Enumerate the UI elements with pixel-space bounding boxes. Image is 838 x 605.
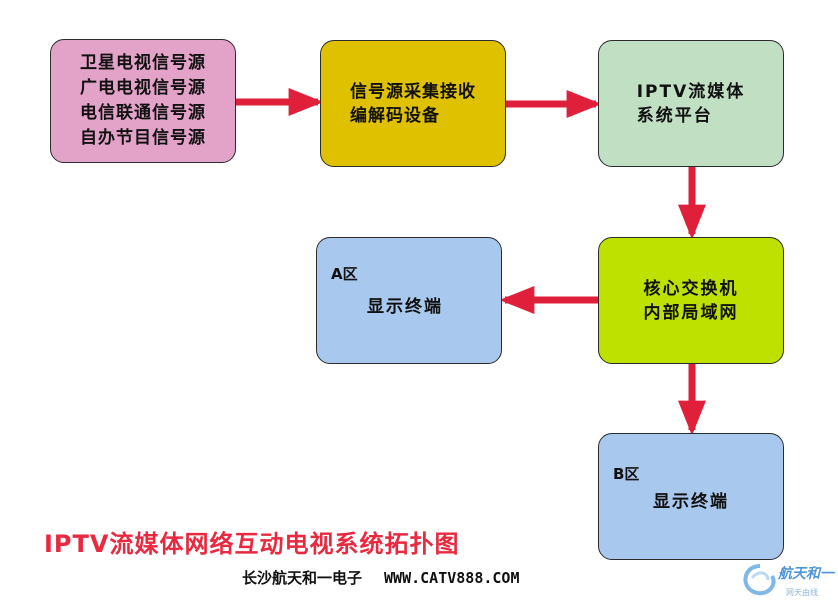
logo-subtext: 网天由线 [786, 587, 818, 597]
company-logo: 航天和一 网天由线 [738, 556, 838, 601]
footer-company: 长沙航天和一电子 [242, 569, 363, 587]
node-line: 卫星电视信号源 [80, 53, 206, 73]
node-line: 电信联通信号源 [80, 103, 206, 123]
node-line: 自办节目信号源 [80, 128, 206, 148]
node-line: 信号源采集接收 [350, 81, 476, 102]
swirl-logo-icon: 航天和一 网天由线 [743, 564, 836, 597]
node-line: 广电电视信号源 [80, 78, 206, 98]
node-line: 编解码设备 [350, 105, 440, 126]
zone-terminal-text: 显示终端 [653, 492, 729, 512]
logo-text: 航天和一 [777, 565, 836, 582]
node-zone-b: B区 显示终端 [598, 433, 784, 560]
node-zone-a: A区 显示终端 [316, 237, 502, 364]
zone-terminal-text: 显示终端 [367, 297, 443, 317]
node-line: 系统平台 [636, 105, 713, 126]
node-iptv-platform: IPTV流媒体 系统平台 [598, 40, 784, 167]
node-line: IPTV流媒体 [636, 81, 746, 102]
node-line: 核心交换机 [643, 278, 739, 299]
diagram-title: IPTV流媒体网络互动电视系统拓扑图 [44, 530, 460, 558]
footer-url: WWW.CATV888.COM [384, 569, 520, 587]
node-signal-sources: 卫星电视信号源 广电电视信号源 电信联通信号源 自办节目信号源 [50, 39, 236, 163]
zone-label: B区 [613, 465, 640, 483]
node-line: 内部局域网 [643, 302, 739, 323]
node-core-switch: 核心交换机 内部局域网 [598, 237, 784, 364]
node-encoder: 信号源采集接收 编解码设备 [320, 40, 506, 167]
zone-label: A区 [331, 265, 358, 283]
footer: 长沙航天和一电子 WWW.CATV888.COM [242, 567, 519, 588]
